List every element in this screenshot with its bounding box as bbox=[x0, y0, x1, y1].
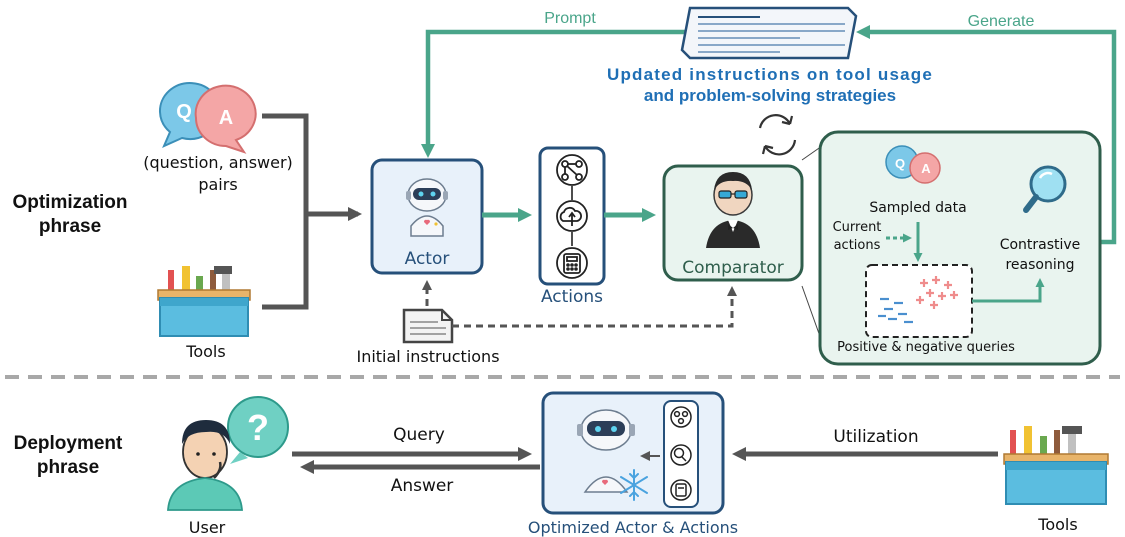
graph-tool-icon bbox=[556, 154, 588, 186]
actions-label: Actions bbox=[541, 287, 603, 307]
optimized-graph-tool-icon bbox=[670, 406, 692, 428]
snowflake-icon bbox=[620, 469, 648, 501]
actor-label: Actor bbox=[405, 249, 450, 269]
qa-icon-a: A bbox=[219, 107, 233, 129]
qa-icon-q: Q bbox=[176, 101, 192, 123]
calculator-tool-icon bbox=[556, 247, 588, 279]
optimized-search-tool-icon bbox=[670, 444, 692, 466]
current-actions-label-2: actions bbox=[834, 238, 881, 253]
initial-instructions-label: Initial instructions bbox=[356, 347, 499, 366]
initial-instructions-document-icon bbox=[402, 308, 454, 344]
contrastive-label-2: reasoning bbox=[1005, 257, 1074, 273]
magnifier-icon bbox=[1023, 165, 1067, 213]
queries-label: Positive & negative queries bbox=[837, 340, 1015, 355]
comparator-avatar-icon bbox=[706, 172, 760, 248]
refresh-cycle-icon bbox=[758, 114, 797, 156]
user-icon: ? bbox=[167, 396, 289, 511]
generate-label: Generate bbox=[968, 13, 1035, 30]
optimization-phase-label-2: phrase bbox=[39, 216, 101, 237]
optimization-phase-label: Optimization bbox=[12, 192, 127, 213]
optimized-actions-column bbox=[663, 400, 699, 508]
negative-query-marks bbox=[878, 297, 913, 324]
positive-query-marks bbox=[916, 276, 958, 309]
sampled-data-label: Sampled data bbox=[869, 200, 966, 216]
user-label: User bbox=[189, 518, 226, 537]
updated-instructions-line-1: Updated instructions on tool usage bbox=[607, 65, 933, 84]
qa-pairs-label-1: (question, answer) bbox=[143, 153, 293, 172]
sampled-data-icon-a: A bbox=[921, 161, 931, 176]
utilization-label: Utilization bbox=[833, 427, 918, 447]
updated-instructions-line-2: and problem-solving strategies bbox=[644, 86, 896, 105]
contrastive-label-1: Contrastive bbox=[1000, 237, 1081, 253]
deployment-phase-label: Deployment bbox=[14, 433, 123, 454]
deployment-tools-label: Tools bbox=[1037, 515, 1077, 534]
optimized-label: Optimized Actor & Actions bbox=[528, 518, 738, 537]
optimized-robot-icon bbox=[577, 409, 635, 493]
answer-label: Answer bbox=[391, 476, 454, 496]
question-mark-glyph: ? bbox=[247, 407, 269, 448]
tools-label-top: Tools bbox=[185, 342, 225, 361]
prompt-arrow bbox=[421, 29, 686, 158]
prompt-label: Prompt bbox=[544, 10, 596, 27]
deployment-toolbox-icon bbox=[1003, 426, 1109, 505]
comparator-label: Comparator bbox=[682, 258, 784, 278]
queries-to-reasoning-arrow bbox=[972, 278, 1045, 303]
query-label: Query bbox=[393, 425, 445, 445]
optimized-calculator-tool-icon bbox=[670, 479, 692, 501]
sampled-data-icon-q: Q bbox=[895, 156, 905, 171]
initial-to-comparator-arrow bbox=[452, 286, 737, 328]
deployment-phase-label-2: phrase bbox=[37, 457, 99, 478]
qa-pairs-label-2: pairs bbox=[198, 175, 237, 194]
updated-instructions-document-icon bbox=[680, 6, 858, 60]
actor-robot-icon bbox=[406, 178, 448, 237]
current-actions-label-1: Current bbox=[833, 220, 882, 235]
sampled-data-icon: Q A bbox=[885, 145, 941, 184]
cloud-tool-icon bbox=[556, 200, 588, 232]
generate-arrow bbox=[856, 25, 1117, 245]
qa-bubbles-icon: Q A bbox=[158, 82, 257, 154]
toolbox-icon bbox=[157, 266, 251, 337]
